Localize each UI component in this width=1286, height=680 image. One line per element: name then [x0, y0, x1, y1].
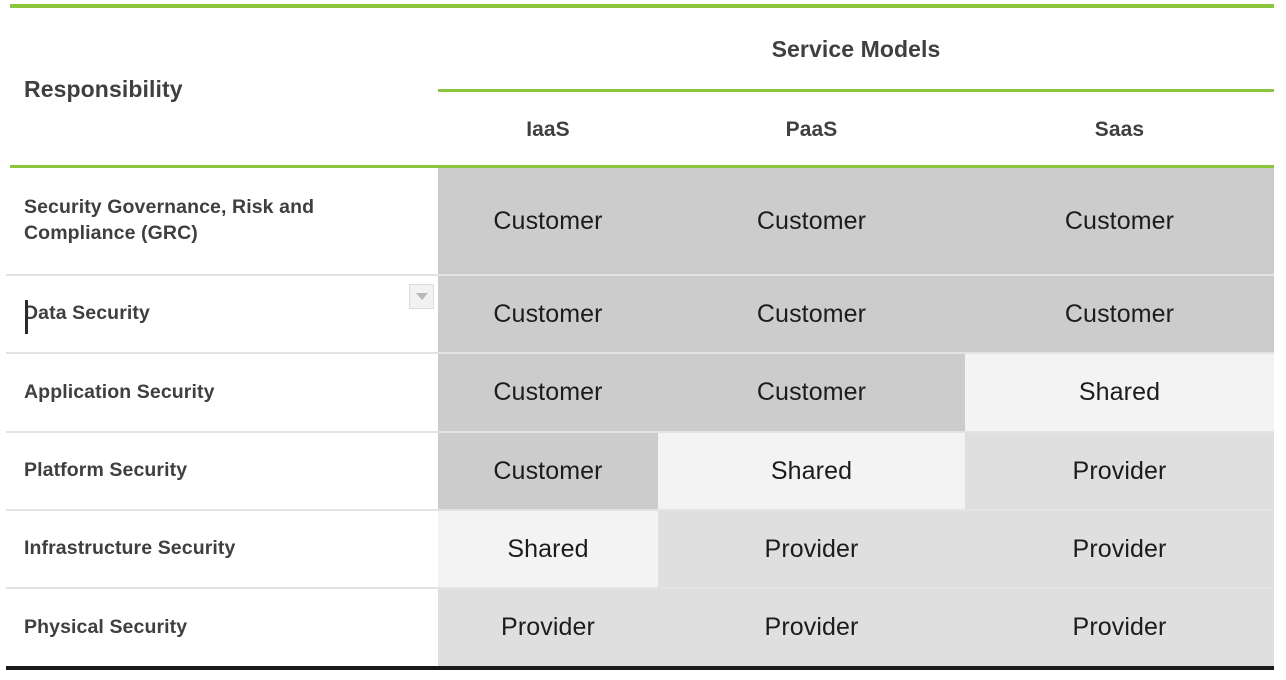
text-cursor — [25, 300, 28, 334]
value-text: Customer — [756, 206, 867, 235]
value-text: Shared — [1078, 378, 1161, 406]
value-text: Customer — [756, 378, 867, 406]
value-cell[interactable]: Customer — [658, 168, 965, 274]
table-row[interactable]: Platform Security Customer Shared Provider — [6, 433, 1274, 511]
value-text: Provider — [764, 613, 859, 641]
group-header-service-models: Service Models — [771, 36, 941, 62]
value-cell[interactable]: Customer — [438, 433, 658, 509]
table-bottom-rule — [6, 666, 1274, 670]
value-text: Shared — [770, 456, 853, 485]
row-label: Infrastructure Security — [24, 537, 236, 560]
table-row[interactable]: Security Governance, Risk and Compliance… — [6, 168, 1274, 276]
top-accent-rule — [10, 4, 1274, 8]
value-text: Provider — [1072, 613, 1167, 641]
value-text: Customer — [1064, 206, 1175, 235]
value-text: Customer — [493, 456, 603, 485]
value-cell[interactable]: Provider — [965, 433, 1274, 509]
table-row[interactable]: Data Security Customer Customer Customer — [6, 276, 1274, 354]
row-label-cell[interactable]: Physical Security — [6, 589, 438, 666]
value-cell[interactable]: Customer — [658, 354, 965, 431]
value-cell[interactable]: Customer — [438, 276, 658, 352]
value-text: Customer — [1064, 299, 1175, 328]
value-cell[interactable]: Provider — [965, 589, 1274, 666]
column-header-responsibility: Responsibility — [24, 76, 183, 102]
column-header-iaas: IaaS — [526, 118, 570, 141]
value-cell[interactable]: Shared — [658, 433, 965, 509]
value-text: Provider — [501, 613, 595, 641]
value-cell[interactable]: Customer — [438, 168, 658, 274]
value-cell[interactable]: Provider — [658, 511, 965, 587]
value-cell[interactable]: Provider — [658, 589, 965, 666]
row-dropdown-button[interactable] — [409, 284, 434, 309]
row-label-cell[interactable]: Infrastructure Security — [6, 511, 438, 587]
row-label-cell[interactable]: Application Security — [6, 354, 438, 431]
value-cell[interactable]: Customer — [438, 354, 658, 431]
chevron-down-icon — [415, 293, 428, 300]
value-text: Shared — [507, 534, 589, 563]
column-header-saas: Saas — [1094, 118, 1145, 141]
row-label: Data Security — [24, 302, 150, 325]
table-body: Security Governance, Risk and Compliance… — [6, 168, 1274, 666]
service-models-underline — [438, 89, 1274, 92]
value-text: Provider — [1072, 456, 1167, 485]
value-text: Customer — [493, 378, 603, 406]
row-label: Physical Security — [24, 615, 188, 638]
value-text: Customer — [493, 299, 603, 328]
value-cell[interactable]: Provider — [965, 511, 1274, 587]
row-label: Application Security — [24, 380, 215, 403]
value-text: Provider — [1072, 534, 1167, 563]
value-text: Customer — [756, 299, 867, 328]
value-cell[interactable]: Provider — [438, 589, 658, 666]
value-text: Provider — [764, 534, 859, 563]
table-row[interactable]: Infrastructure Security Shared Provider Pro… — [6, 511, 1274, 589]
value-cell[interactable]: Shared — [438, 511, 658, 587]
row-label: Platform Security — [24, 459, 188, 482]
value-text: Customer — [493, 206, 603, 235]
value-cell[interactable]: Customer — [965, 168, 1274, 274]
value-cell[interactable]: Shared — [965, 354, 1274, 431]
row-label-cell[interactable]: Data Security — [6, 276, 438, 352]
row-label-cell[interactable]: Security Governance, Risk and Compliance… — [6, 168, 438, 274]
row-label-cell[interactable]: Platform Security — [6, 433, 438, 509]
header-bottom-rule — [10, 165, 1274, 168]
value-cell[interactable]: Customer — [965, 276, 1274, 352]
value-cell[interactable]: Customer — [658, 276, 965, 352]
column-header-paas: PaaS — [785, 118, 838, 141]
row-label: Security Governance, Risk and Compliance… — [24, 196, 315, 244]
table-row[interactable]: Physical Security Provider Provider Provide… — [6, 589, 1274, 666]
table-row[interactable]: Application Security Customer Customer Shar… — [6, 354, 1274, 433]
